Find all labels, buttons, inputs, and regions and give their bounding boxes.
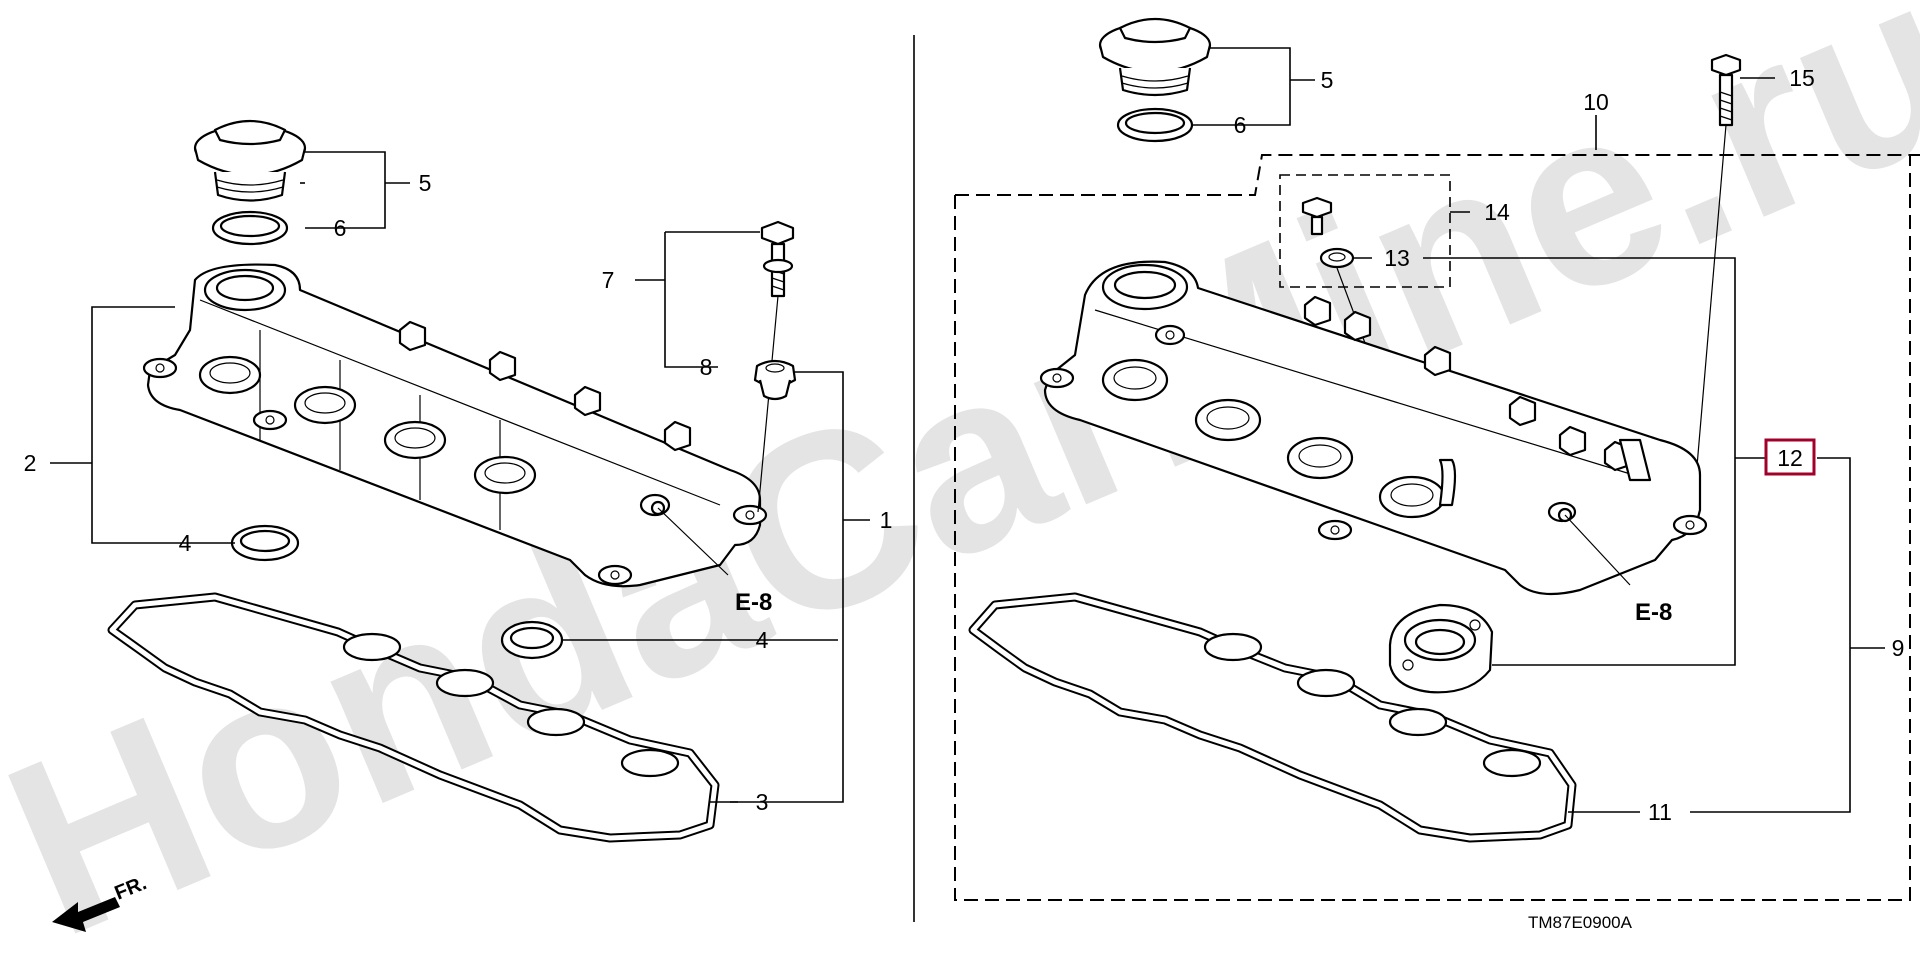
callout-15: 15 — [1789, 65, 1815, 91]
callout-7: 7 — [602, 267, 615, 293]
cylinder-head-cover[interactable] — [142, 263, 768, 588]
mounting-bolt[interactable] — [760, 220, 795, 298]
callout-2: 2 — [24, 450, 37, 476]
callout-5-right: 5 — [1321, 67, 1334, 93]
callout-5-left: 5 — [419, 170, 432, 196]
oil-filler-cap[interactable] — [193, 120, 307, 202]
assembly-dashed-box-top — [955, 154, 1920, 196]
breather-seal[interactable] — [1388, 603, 1494, 694]
callout-12-highlight[interactable] — [1764, 438, 1816, 476]
oil-filler-cap-right[interactable] — [1098, 18, 1212, 97]
e8-leader-line-right — [1564, 514, 1631, 586]
callout-8: 8 — [700, 354, 713, 380]
diagram-code: TM87E0900A — [1528, 913, 1633, 932]
callout-14: 14 — [1484, 199, 1510, 225]
right-callout-lines — [1192, 47, 1885, 813]
callout-6-left: 6 — [334, 215, 347, 241]
callout-3: 3 — [756, 789, 769, 815]
filler-cap-o-ring[interactable] — [211, 210, 289, 246]
callout-13: 13 — [1384, 245, 1410, 271]
cylinder-head-cover-right[interactable] — [1039, 260, 1708, 596]
head-cover-gasket[interactable] — [107, 592, 720, 843]
plug-tube-seal-upper[interactable] — [230, 524, 300, 562]
left-callout-lines — [50, 151, 870, 803]
left-panel: E-8 — [24, 120, 893, 932]
small-screw[interactable] — [1301, 196, 1333, 236]
assembly-dashed-box — [954, 155, 1911, 901]
callout-10: 10 — [1583, 89, 1609, 115]
callout-4a: 4 — [179, 530, 192, 556]
reference-e8-right: E-8 — [1635, 599, 1672, 626]
plug-tube-seal-lower[interactable] — [500, 620, 564, 660]
callout-9: 9 — [1892, 635, 1905, 661]
callout-12[interactable]: 12 — [1777, 445, 1803, 471]
callout-1: 1 — [880, 507, 893, 533]
sub-assembly-dashed-box — [1279, 174, 1451, 288]
filler-cap-o-ring-right[interactable] — [1116, 107, 1194, 143]
grommet[interactable] — [753, 359, 797, 401]
callout-11: 11 — [1648, 799, 1672, 825]
right-panel: E-8 — [954, 18, 1920, 932]
e8-leader-line — [657, 507, 729, 576]
callout-6-right: 6 — [1234, 112, 1247, 138]
bolt-alignment-line — [757, 295, 779, 513]
callout-4b: 4 — [756, 627, 769, 653]
bolt-alignment-line-right — [1691, 124, 1727, 526]
front-arrow-icon — [52, 897, 120, 932]
reference-e8-left: E-8 — [735, 589, 772, 616]
washer[interactable] — [1319, 247, 1355, 269]
mounting-bolt-right[interactable] — [1710, 53, 1742, 127]
head-cover-gasket-right[interactable] — [968, 592, 1577, 843]
